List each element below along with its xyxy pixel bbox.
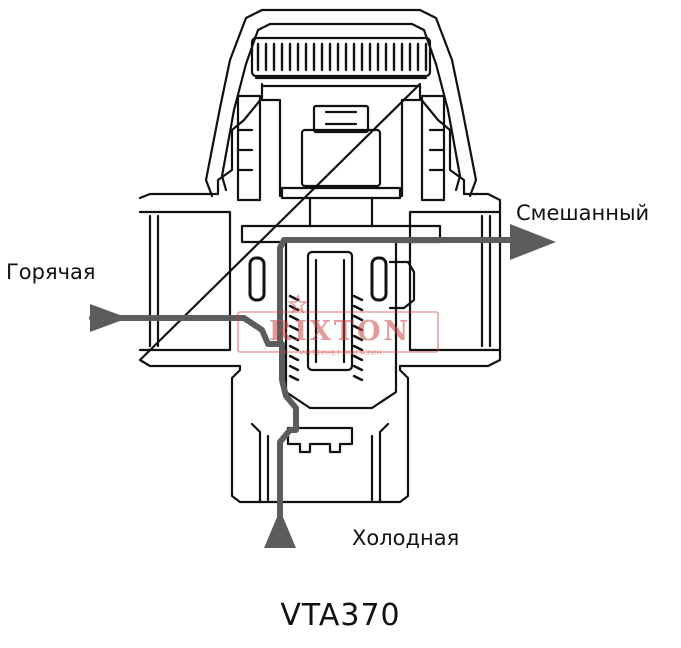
seal-right [370,256,388,302]
model-caption: VTA370 [280,598,401,633]
cap-dome [204,8,478,198]
bottom-bore [250,422,390,504]
bonnet-inner [260,98,422,198]
inlet-bore [138,210,232,352]
valve-body [138,82,502,504]
watermark-subtitle: ИНТЕРНЕТ МАГАЗИН [299,349,383,357]
piston-lines [314,258,346,364]
knurled-knob [250,36,432,78]
flow-lines [89,237,523,525]
cold-flow-line [277,341,299,525]
piston [306,250,354,372]
knob-base [254,76,428,88]
spindle [300,128,382,188]
outlet-thread [480,214,492,348]
bonnet-ribs [236,128,446,172]
flow-arrowheads [90,224,556,548]
outlet-bore [408,210,502,352]
watermark-brand: RIXTON [268,316,412,347]
watermark-star-icon [287,293,309,315]
mixed-arrowhead [510,224,556,260]
spring [288,294,364,382]
watermark-frame [237,293,439,353]
spindle-neck [308,196,374,228]
hot-arrowhead [90,304,128,332]
lock-plate [280,186,402,200]
inlet-thread [148,214,160,348]
cap-dome-inner [220,22,462,192]
bottom-thread [266,434,374,502]
hot-flow-line [89,237,523,347]
spindle-top [312,104,370,134]
bonnet [236,94,446,202]
seal-right-bracket [388,260,416,310]
knob-knurling [256,42,428,72]
spindle-slot [324,110,358,126]
cold-water-label: Холодная [352,526,460,550]
cartridge-chamber [240,224,442,410]
hot-water-label: Горячая [6,260,96,284]
seal-left [248,256,266,302]
cold-arrowhead [264,510,296,548]
mixed-water-label: Смешанный [516,201,650,225]
check-disc [286,426,354,454]
